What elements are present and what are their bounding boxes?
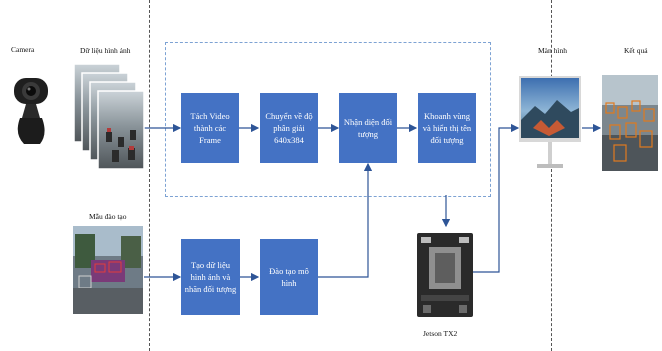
label-input-data: Dữ liệu hình ảnh (80, 46, 131, 55)
arrow-train-to-detect (318, 164, 368, 277)
label-result: Kết quả (624, 46, 648, 55)
label-monitor: Màn hình (538, 46, 567, 55)
result-image-icon (602, 75, 658, 171)
jetson-board-icon (415, 229, 475, 321)
block-make-dataset: Tạo dữ liệu hình ảnh và nhãn đối tượng (181, 239, 240, 315)
arrow-jetson-to-monitor (472, 128, 518, 272)
block-bbox: Khoanh vùng và hiển thị tên đối tượng (418, 93, 476, 163)
block-train: Đào tạo mô hình (260, 239, 318, 315)
image-stack-icon (72, 62, 148, 174)
label-jetson: Jetson TX2 (423, 329, 457, 338)
block-detect: Nhận diện đối tượng (339, 93, 397, 163)
label-training-sample: Mẫu đào tạo (89, 212, 127, 221)
monitor-icon (519, 76, 581, 172)
training-image-icon (73, 226, 143, 314)
label-camera: Camera (11, 45, 34, 54)
block-split-video: Tách Video thành các Frame (181, 93, 239, 163)
webcam-icon (10, 74, 54, 154)
block-resize: Chuyển về độ phân giải 640x384 (260, 93, 318, 163)
